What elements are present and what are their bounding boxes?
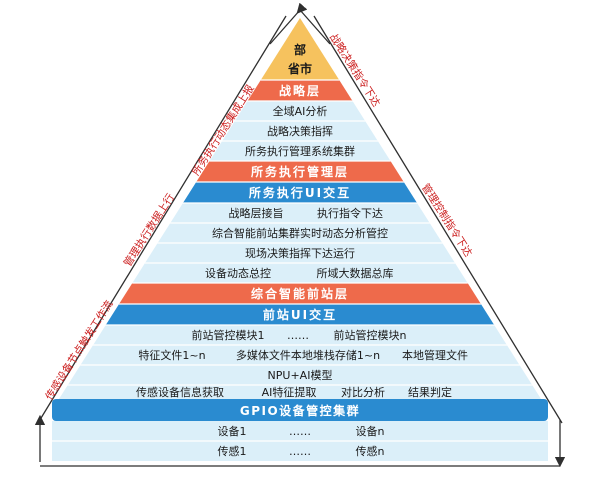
station-layer-title: 综合智能前站层 <box>251 286 349 301</box>
pyramid-outline <box>34 2 566 468</box>
office-item-band-3 <box>52 243 548 263</box>
station-row3: NPU+AI模型 <box>268 368 333 382</box>
station-row4-a: 传感设备信息获取 <box>136 385 224 399</box>
office-item-band-4 <box>52 263 548 283</box>
gpio-band <box>52 399 548 421</box>
device-ellipsis: …… <box>289 425 311 438</box>
station-row4-b: AI特征提取 <box>262 385 317 399</box>
office-layer-title: 所务执行管理层 <box>251 164 349 179</box>
strategy-item-2: 战略决策指挥 <box>267 124 333 138</box>
sensor-n-label: 传感n <box>356 445 385 458</box>
device-1-label: 设备1 <box>218 424 247 438</box>
station-item-band-3 <box>52 365 548 385</box>
strategy-item-1: 全域AI分析 <box>273 104 328 118</box>
strategy-layer-title: 战略层 <box>279 83 321 98</box>
office-item-band-2 <box>52 223 548 243</box>
station-row1-a: 前站管控模块1 <box>192 328 265 342</box>
office-ui-title: 所务执行UI交互 <box>249 185 351 200</box>
sensor-band <box>52 441 548 461</box>
station-row2-c: 本地管理文件 <box>402 348 468 362</box>
station-row2-b: 多媒体文件本地堆栈存储1~n <box>236 348 380 362</box>
station-item-band-1 <box>52 325 548 345</box>
apex-label-2: 省市 <box>287 61 312 76</box>
station-layer-band <box>52 283 548 304</box>
station-row2-a: 特征文件1~n <box>138 348 205 362</box>
station-row1-ellipsis: …… <box>287 329 309 342</box>
office-row2: 综合智能前站集群实时动态分析管控 <box>212 226 388 240</box>
device-n-label: 设备n <box>356 424 385 438</box>
station-item-band-2 <box>52 345 548 365</box>
office-row4-b: 所域大数据总库 <box>317 266 394 280</box>
office-row1-b: 执行指令下达 <box>317 206 383 220</box>
office-row3: 现场决策指挥下达运行 <box>245 246 355 260</box>
strategy-item-3: 所务执行管理系统集群 <box>245 144 355 158</box>
station-row4-d: 结果判定 <box>408 385 452 399</box>
station-row4-c: 对比分析 <box>341 385 385 399</box>
gpio-layer-title: GPIO设备管控集群 <box>240 403 360 418</box>
sensor-ellipsis: …… <box>289 445 311 458</box>
apex-label-1: 部 <box>294 42 306 57</box>
office-row1-a: 战略层接旨 <box>229 206 284 220</box>
station-ui-title: 前站UI交互 <box>263 307 337 322</box>
station-row1-b: 前站管控模块n <box>334 328 407 342</box>
station-ui-band <box>52 304 548 325</box>
office-item-band-1 <box>52 203 548 223</box>
sensor-1-label: 传感1 <box>218 445 247 458</box>
device-band <box>52 421 548 441</box>
office-row4-a: 设备动态总控 <box>205 266 271 280</box>
